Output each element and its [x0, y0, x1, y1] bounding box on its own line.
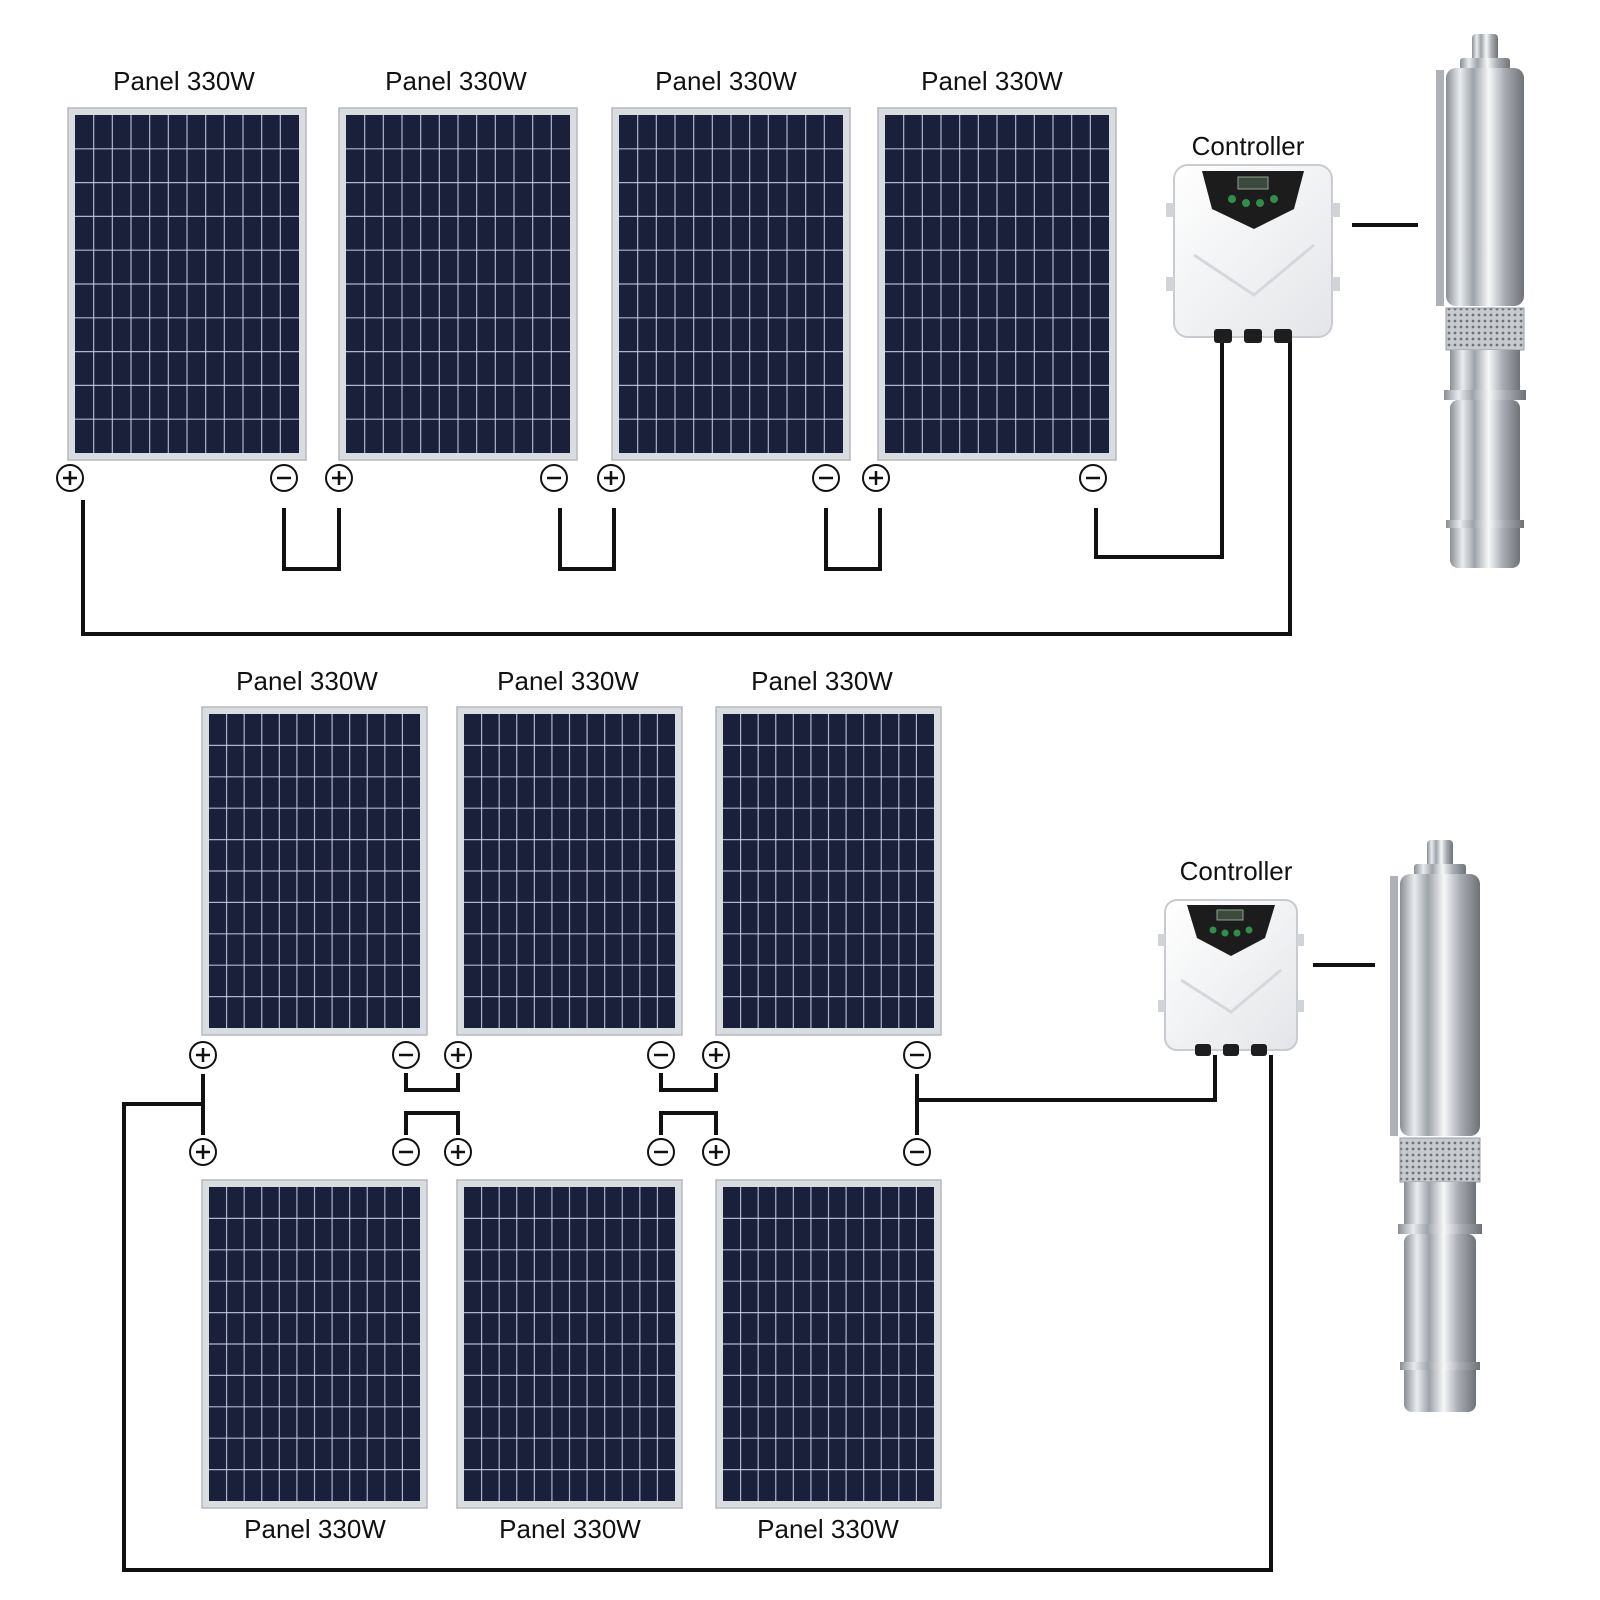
controller-label-bottom: Controller: [1180, 856, 1293, 886]
panel-label-bottom-lower-1: Panel 330W: [244, 1514, 386, 1544]
wire-series-link: [659, 1073, 718, 1092]
minus-circle-icon: [392, 1138, 420, 1166]
wire-negative-to-controller: [917, 1055, 1217, 1102]
minus-circle-icon: [647, 1138, 675, 1166]
wire-negative-to-controller: [1094, 338, 1224, 559]
controller-label-top: Controller: [1192, 131, 1305, 161]
wire-series-link: [659, 1111, 718, 1135]
plus-circle-icon: [702, 1041, 730, 1069]
minus-circle-icon: [392, 1041, 420, 1069]
wire-positive-to-controller: [81, 338, 1292, 636]
plus-circle-icon: [189, 1041, 217, 1069]
panel-label-bottom-upper-2: Panel 330W: [497, 666, 639, 696]
plus-circle-icon: [189, 1138, 217, 1166]
wire-series-link: [824, 508, 882, 571]
plus-circle-icon: [702, 1138, 730, 1166]
panel-label-top-3: Panel 330W: [655, 66, 797, 96]
panel-label-bottom-upper-1: Panel 330W: [236, 666, 378, 696]
controller-display-face: [1202, 171, 1304, 229]
plus-circle-icon: [444, 1138, 472, 1166]
solar-panel: [715, 1179, 942, 1509]
panel-label-top-2: Panel 330W: [385, 66, 527, 96]
wire-positive-to-controller: [122, 1055, 1273, 1572]
panel-label-top-4: Panel 330W: [921, 66, 1063, 96]
wire-series-link: [558, 508, 616, 571]
plus-circle-icon: [325, 464, 353, 492]
plus-circle-icon: [597, 464, 625, 492]
minus-circle-icon: [1079, 464, 1107, 492]
wiring: [81, 223, 1418, 1572]
solar-panel: [201, 1179, 428, 1509]
solar-panel: [456, 1179, 683, 1509]
controller-top: [1166, 164, 1340, 343]
minus-circle-icon: [903, 1138, 931, 1166]
solar-panel: [201, 706, 428, 1036]
wire-series-link: [404, 1073, 460, 1092]
solar-panel: [67, 107, 307, 461]
plus-circle-icon: [444, 1041, 472, 1069]
minus-circle-icon: [540, 464, 568, 492]
solar-panel: [611, 107, 851, 461]
minus-circle-icon: [647, 1041, 675, 1069]
solar-panel: [338, 107, 578, 461]
controller-bottom: [1158, 899, 1304, 1056]
plus-circle-icon: [56, 464, 84, 492]
terminals: [56, 464, 1107, 1166]
solar-panel: [715, 706, 942, 1036]
minus-circle-icon: [812, 464, 840, 492]
wire-series-link: [404, 1111, 460, 1135]
minus-circle-icon: [270, 464, 298, 492]
submersible-pump-top: [1436, 34, 1526, 568]
panel-label-bottom-lower-3: Panel 330W: [757, 1514, 899, 1544]
wire-series-link: [282, 508, 341, 571]
plus-circle-icon: [862, 464, 890, 492]
panel-label-bottom-lower-2: Panel 330W: [499, 1514, 641, 1544]
solar-panel: [877, 107, 1117, 461]
panel-label-top-1: Panel 330W: [113, 66, 255, 96]
solar-panels: [67, 107, 1117, 1509]
panel-labels: Panel 330W Panel 330W Panel 330W Panel 3…: [113, 66, 1305, 1544]
minus-circle-icon: [903, 1041, 931, 1069]
controller-display-face: [1187, 905, 1275, 956]
panel-label-bottom-upper-3: Panel 330W: [751, 666, 893, 696]
solar-panel: [456, 706, 683, 1036]
submersible-pump-bottom: [1390, 840, 1482, 1412]
